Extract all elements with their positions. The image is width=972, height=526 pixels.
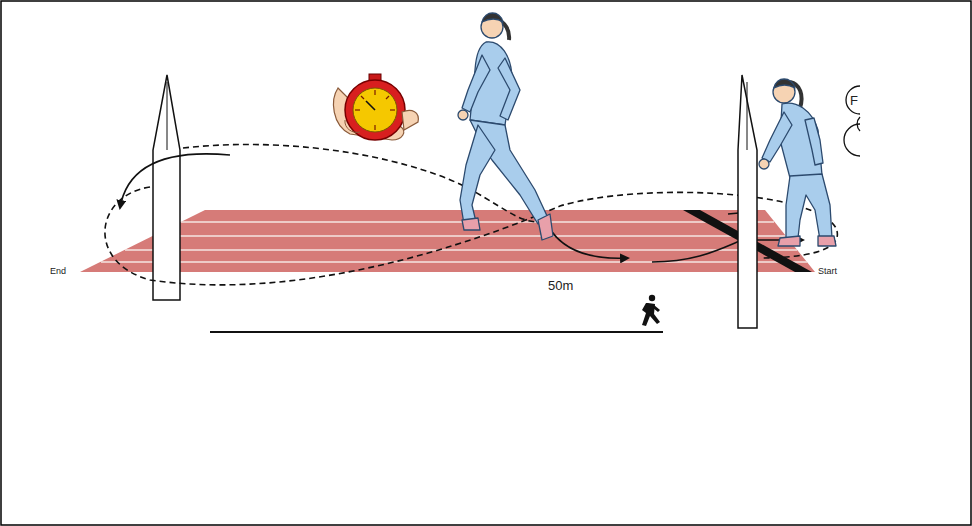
running-athlete xyxy=(458,13,553,240)
marker-pole xyxy=(738,75,757,328)
runner-icon xyxy=(642,295,660,326)
distance-line xyxy=(210,331,663,333)
stopwatch xyxy=(334,74,419,140)
direction-arrow xyxy=(548,212,803,262)
end-label: End xyxy=(50,267,66,276)
distance-label: 50m xyxy=(548,279,573,292)
starting-athlete xyxy=(759,79,836,246)
lane-lines xyxy=(101,222,807,262)
callout-letter: F xyxy=(850,94,858,107)
running-track xyxy=(80,210,815,272)
start-label: Start xyxy=(818,267,837,276)
marker-pole xyxy=(153,75,180,300)
callout-bubble xyxy=(844,86,860,156)
